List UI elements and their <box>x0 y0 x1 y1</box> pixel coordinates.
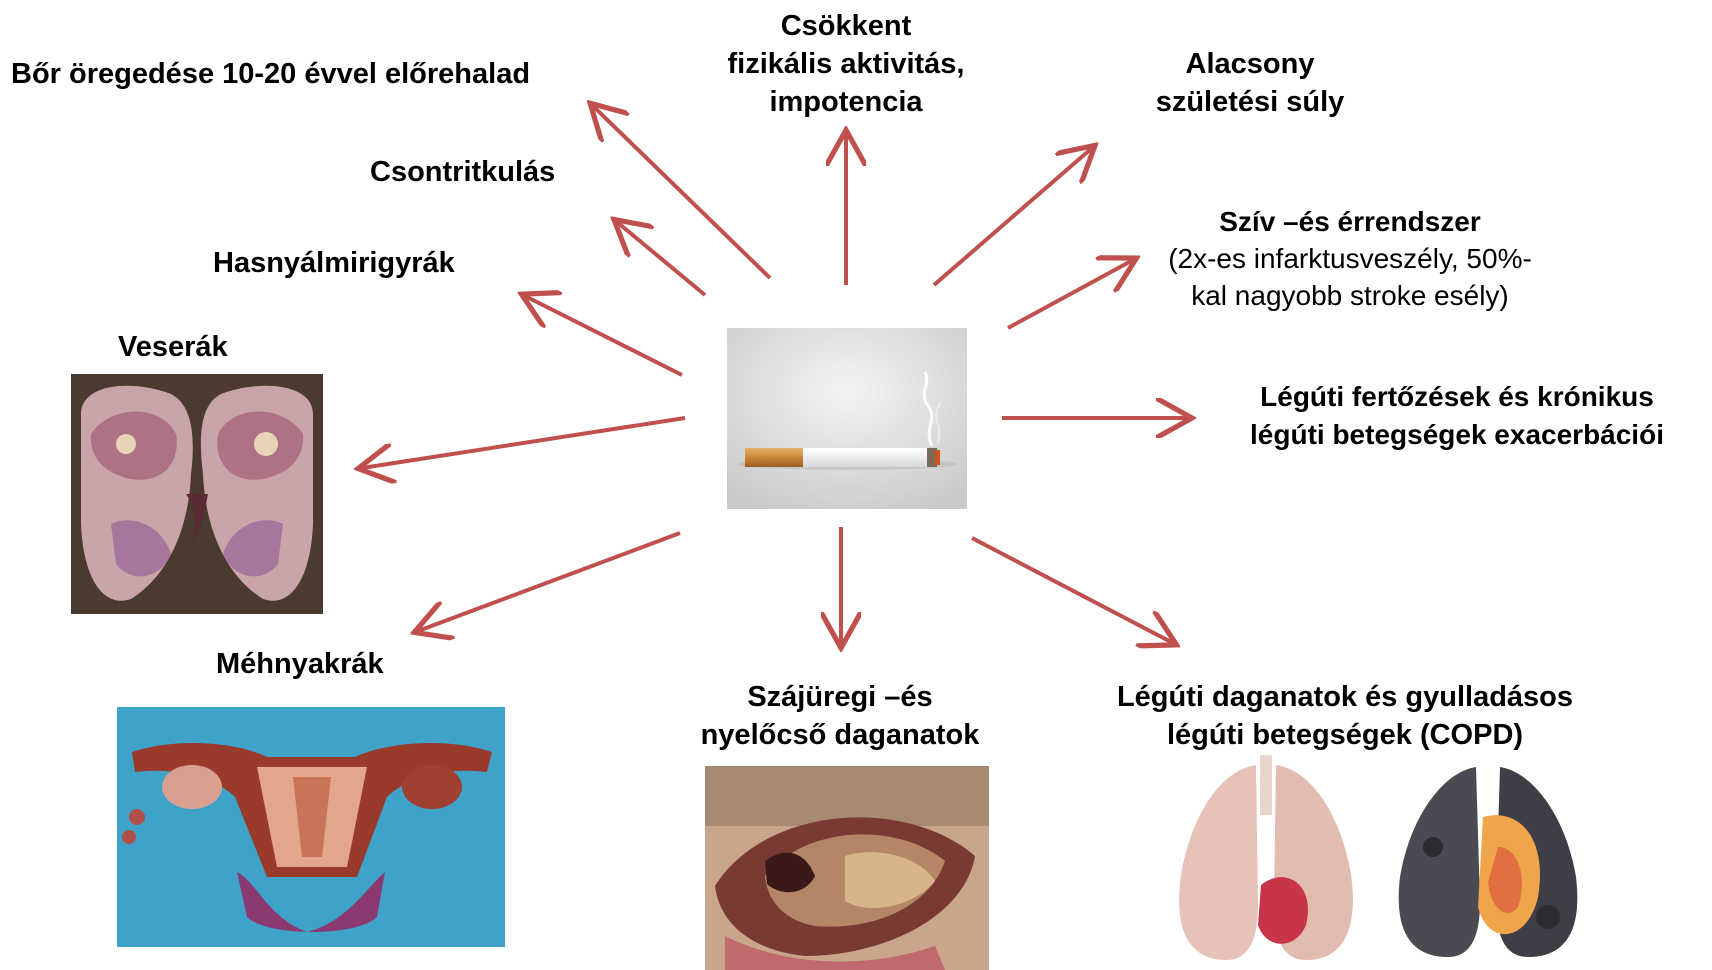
label-line: impotencia <box>676 83 1016 121</box>
arrow-osteoporosis <box>617 222 705 295</box>
label-line: légúti betegségek (COPD) <box>1085 716 1605 754</box>
arrow-cervix <box>418 533 680 631</box>
label-skin-aging: Bőr öregedése 10-20 évvel előrehalad <box>11 55 530 93</box>
label-oral-cancer: Szájüregi –és nyelőcső daganatok <box>670 678 1010 754</box>
label-line: kal nagyobb stroke esély) <box>1150 277 1550 314</box>
cigarette-image <box>727 328 967 509</box>
healthy-lung-photo <box>1166 755 1366 967</box>
label-pancreatic-cancer: Hasnyálmirigyrák <box>213 244 455 282</box>
oral-lesion-photo <box>705 766 989 970</box>
label-line: Csökkent <box>676 7 1016 45</box>
label-physical-activity: Csökkent fizikális aktivitás, impotencia <box>676 7 1016 121</box>
label-line: Légúti daganatok és gyulladásos <box>1085 678 1605 716</box>
label-low-birth-weight: Alacsony születési súly <box>1120 45 1380 121</box>
label-line: nyelőcső daganatok <box>670 716 1010 754</box>
cervix-specimen-photo <box>117 707 505 947</box>
arrow-cardiovascular <box>1008 260 1133 328</box>
kidney-tumor-photo <box>71 374 323 614</box>
smoker-lung-photo <box>1388 757 1588 967</box>
arrow-pancreas <box>525 296 682 375</box>
label-line: Szív –és érrendszer <box>1150 203 1550 240</box>
label-respiratory-infections: Légúti fertőzések és krónikus légúti bet… <box>1222 378 1692 454</box>
arrow-lung <box>972 538 1173 643</box>
label-kidney-cancer: Veserák <box>118 328 228 366</box>
label-lung-diseases: Légúti daganatok és gyulladásos légúti b… <box>1085 678 1605 754</box>
label-line: (2x-es infarktusveszély, 50%- <box>1150 240 1550 277</box>
arrow-skin <box>593 106 770 278</box>
arrow-birth-weight <box>934 148 1092 285</box>
label-line: születési súly <box>1120 83 1380 121</box>
label-line: Légúti fertőzések és krónikus <box>1222 378 1692 416</box>
label-osteoporosis: Csontritkulás <box>370 153 555 191</box>
arrow-kidney <box>362 418 685 468</box>
label-cardiovascular: Szív –és érrendszer (2x-es infarktusvesz… <box>1150 203 1550 314</box>
label-line: Alacsony <box>1120 45 1380 83</box>
label-line: fizikális aktivitás, <box>676 45 1016 83</box>
label-line: légúti betegségek exacerbációi <box>1222 416 1692 454</box>
label-line: Szájüregi –és <box>670 678 1010 716</box>
label-cervical-cancer: Méhnyakrák <box>216 645 384 683</box>
